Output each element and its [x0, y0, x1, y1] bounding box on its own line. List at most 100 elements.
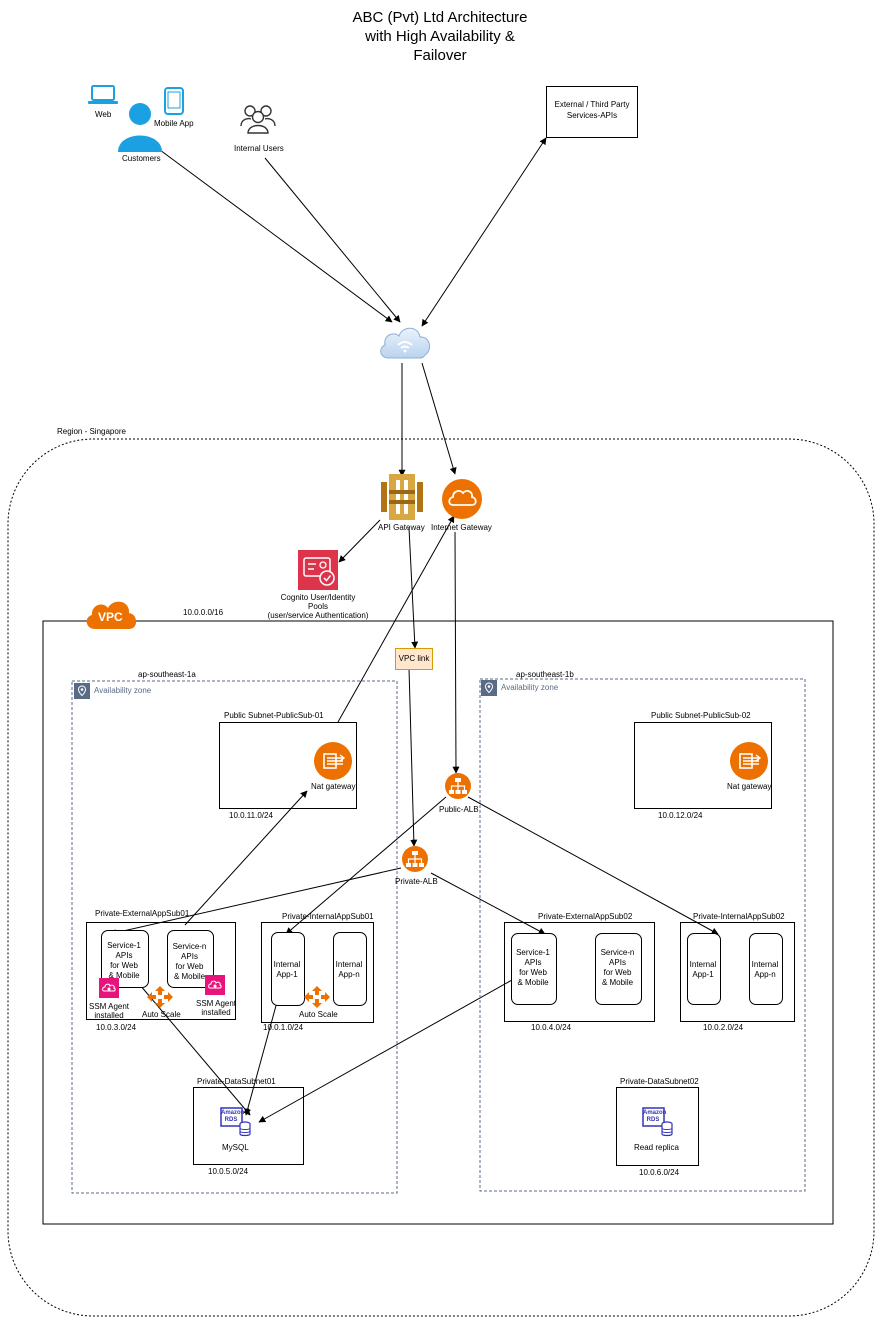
az-b-service1-box — [511, 933, 557, 1005]
az-b-int-subnet — [680, 922, 795, 1022]
az-b-data-subnet — [616, 1087, 699, 1166]
az-b-internal-appn-box — [749, 933, 783, 1005]
internet-gateway-icon — [441, 478, 483, 525]
edge-public-alb-internal-app1-b — [467, 796, 719, 935]
az-a-ssm-icon-1 — [99, 978, 119, 1003]
edge-private-alb-service1-b — [430, 872, 546, 935]
region-label: Region - Singapore — [57, 427, 126, 436]
az-b-data-subnet-label: Private-DataSubnet02 — [620, 1077, 699, 1086]
az-a-servicen-label: Service-n APIs for Web & Mobile — [172, 942, 207, 981]
az-b-rds-icon — [642, 1107, 674, 1142]
internet-cloud-icon — [378, 320, 432, 365]
az-a-internal-appn-box — [333, 932, 367, 1006]
diagram-title: ABC (Pvt) Ltd Architecture with High Ava… — [352, 9, 528, 64]
az-b-label: Availability zone — [501, 683, 559, 692]
external-apis-label: External / Third Party Services-APIs — [554, 100, 630, 120]
az-a-public-cidr: 10.0.11.0/24 — [229, 811, 273, 820]
edge-public-alb-internal-app1 — [285, 796, 447, 935]
az-a-location-icon — [74, 683, 90, 704]
az-a-data-cidr: 10.0.5.0/24 — [208, 1167, 249, 1176]
az-a-service1-label: Service-1 APIs for Web & Mobile — [107, 941, 141, 980]
edge-igw-public-alb — [452, 531, 460, 774]
vpc-cidr-label: 10.0.0.0/16 — [183, 608, 224, 617]
az-a-int-subnet-label: Private-InternalAppSub01 — [282, 912, 374, 921]
az-b-replica-label: Read replica — [634, 1143, 679, 1152]
mobile-app-label: Mobile App — [154, 119, 194, 128]
az-b-public-cidr: 10.0.12.0/24 — [658, 811, 703, 820]
edge-private-alb-service1-a — [109, 867, 402, 937]
edge-internet-igw — [421, 362, 457, 475]
az-a-mysql-label: MySQL — [222, 1143, 249, 1152]
customer-user-icon — [118, 102, 162, 157]
az-a-public-subnet-label: Public Subnet-PublicSub-01 — [224, 711, 324, 720]
api-gateway-icon — [381, 474, 423, 525]
mobile-phone-icon — [164, 87, 184, 120]
web-label: Web — [95, 110, 112, 119]
az-b-ext-subnet — [504, 922, 655, 1022]
az-a-label: Availability zone — [94, 686, 152, 695]
az-b-public-subnet — [634, 722, 772, 809]
az-a-int-cidr: 10.0.1.0/24 — [263, 1023, 304, 1032]
private-alb-label: Private-ALB — [395, 877, 438, 886]
edge-service1-rds — [139, 984, 251, 1116]
az-b-ext-subnet-label: Private-ExternalAppSub02 — [538, 912, 633, 921]
az-b-rds-label: Amazon RDS — [643, 1110, 667, 1123]
edge-service1b-rds — [258, 979, 513, 1123]
az-b-int-cidr: 10.0.2.0/24 — [703, 1023, 744, 1032]
az-a-nat-label: Nat gateway — [311, 782, 356, 791]
internal-users-label: Internal Users — [234, 144, 284, 153]
az-a-name: ap-southeast-1a — [138, 670, 196, 679]
edge-internal-users-internet — [264, 157, 401, 323]
private-alb-icon — [402, 846, 428, 877]
az-b-location-icon — [481, 680, 497, 701]
az-a-ext-cidr: 10.0.3.0/24 — [96, 1023, 137, 1032]
cognito-icon — [298, 550, 338, 595]
az-b-internal-appn-label: Internal App-n — [751, 960, 779, 979]
az-b-int-subnet-label: Private-InternalAppSub02 — [693, 912, 785, 921]
vpc-badge-label: VPC — [98, 610, 123, 624]
az-a-rds-label: Amazon RDS — [221, 1110, 245, 1123]
az-a-data-subnet — [193, 1087, 304, 1165]
public-alb-icon — [445, 773, 471, 804]
az-b-servicen-box — [595, 933, 642, 1005]
edge-apigw-vpclink — [408, 527, 419, 649]
vpc-link-box: VPC link — [395, 648, 433, 670]
customers-label: Customers — [122, 154, 161, 163]
az-b-internal-app1-box — [687, 933, 721, 1005]
az-b-public-subnet-label: Public Subnet-PublicSub-02 — [651, 711, 751, 720]
edge-internal-app1-rds — [244, 1001, 278, 1116]
az-b-nat-gateway-icon — [729, 741, 769, 786]
az-b-servicen-label: Service-n APIs for Web & Mobile — [600, 948, 635, 987]
public-alb-label: Public-ALB — [439, 805, 479, 814]
edge-vpclink-private-alb — [408, 667, 418, 847]
edge-customers-internet — [159, 149, 393, 323]
az-b-data-cidr: 10.0.6.0/24 — [639, 1168, 680, 1177]
az-a-ext-subnet-label: Private-ExternalAppSub01 — [95, 909, 190, 918]
az-a-autoscale-label-1: Auto Scale — [142, 1010, 181, 1019]
edge-svc-nat — [184, 790, 308, 926]
az-a-int-subnet — [261, 922, 374, 1023]
az-a-public-subnet — [219, 722, 357, 809]
az-a-internal-app1-box — [271, 932, 305, 1006]
az-a-autoscale-label-2: Auto Scale — [299, 1010, 338, 1019]
az-b-ext-cidr: 10.0.4.0/24 — [531, 1023, 572, 1032]
az-a-boundary — [71, 680, 398, 1194]
region-boundary — [7, 438, 875, 1317]
az-a-data-subnet-label: Private-DataSubnet01 — [197, 1077, 276, 1086]
vpc-link-label: VPC link — [398, 654, 430, 663]
laptop-icon — [88, 84, 118, 111]
internet-gateway-label: Internet Gateway — [431, 523, 492, 532]
az-b-internal-app1-label: Internal App-1 — [689, 960, 717, 979]
az-a-ssm-label-2: SSM Agent installed — [195, 999, 237, 1017]
az-b-boundary — [479, 678, 806, 1192]
vpc-badge-icon — [84, 597, 138, 636]
az-b-service1-label: Service-1 APIs for Web & Mobile — [516, 948, 550, 987]
az-a-rds-icon — [220, 1107, 252, 1142]
az-a-internal-appn-label: Internal App-n — [335, 960, 363, 979]
vpc-boundary — [42, 620, 834, 1225]
api-gateway-label: API Gateway — [378, 523, 425, 532]
az-b-name: ap-southeast-1b — [516, 670, 574, 679]
az-a-ssm-icon-2 — [205, 975, 225, 1000]
edge-apigw-cognito — [338, 519, 381, 563]
